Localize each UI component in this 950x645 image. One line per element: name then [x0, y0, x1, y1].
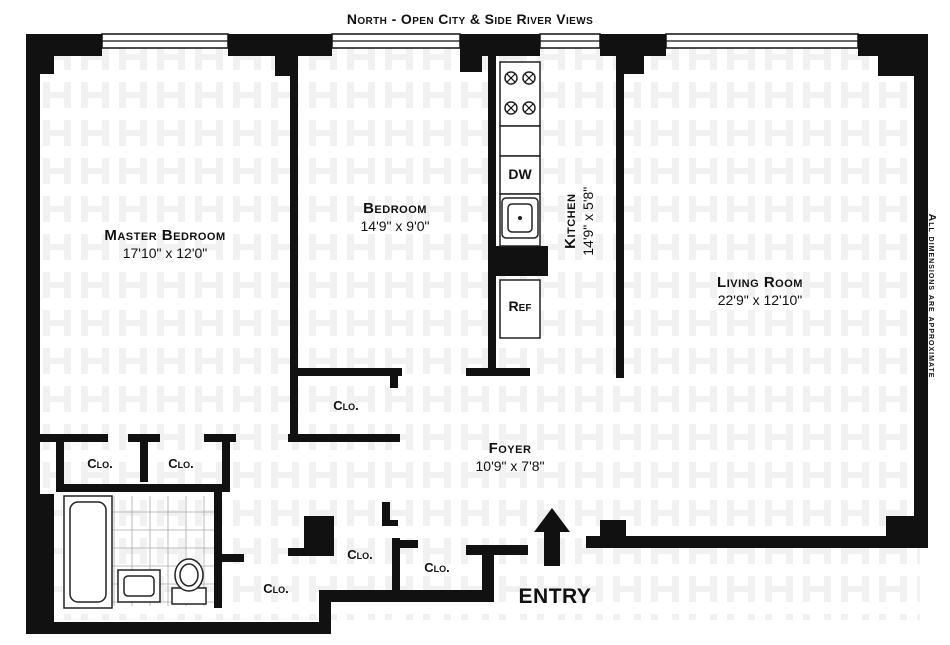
entry-label: ENTRY: [518, 585, 592, 608]
room-master-bedroom: Master Bedroom 17'10" x 12'0": [85, 227, 245, 261]
toilet-icon: [171, 558, 207, 605]
closet-label: Clo.: [424, 560, 450, 575]
kitchen-fixtures: [499, 61, 541, 339]
closet-label: Clo.: [168, 456, 194, 471]
room-name: Master Bedroom: [104, 227, 226, 244]
refrigerator-box: [499, 279, 541, 339]
counter: [499, 125, 541, 157]
outer-walls: [26, 34, 928, 634]
dishwasher-label: DW: [508, 166, 532, 182]
closet-label: Clo.: [263, 581, 289, 596]
interior-walls: [38, 56, 624, 622]
room-name: Living Room: [717, 274, 803, 291]
windows: [101, 33, 859, 49]
room-living-room: Living Room 22'9" x 12'10": [680, 274, 840, 308]
entry-arrow-icon: [534, 508, 570, 566]
room-name: Bedroom: [363, 200, 427, 217]
room-name: Kitchen: [561, 193, 579, 249]
refrigerator-label: Ref: [508, 298, 532, 314]
room-foyer: Foyer 10'9" x 7'8": [440, 440, 580, 474]
closet-label: Clo.: [87, 456, 113, 471]
room-name: Foyer: [488, 440, 532, 457]
watermark-pattern: [30, 40, 920, 620]
dimensions-note: All dimensions are approximate: [926, 213, 939, 379]
room-dims: 14'9" x 9'0": [360, 218, 430, 235]
room-dims: 22'9" x 12'10": [717, 292, 803, 309]
burner-icons: [504, 71, 536, 115]
dishwasher-box: [499, 155, 541, 195]
room-kitchen: Kitchen 14'9" x 5'8": [562, 161, 596, 281]
room-dims: 10'9" x 7'8": [475, 458, 545, 475]
stove-icon: [499, 61, 541, 127]
bathroom: [63, 495, 214, 609]
room-dims: 14'9" x 5'8": [580, 186, 597, 256]
room-bedroom: Bedroom 14'9" x 9'0": [325, 200, 465, 234]
room-dims: 17'10" x 12'0": [122, 245, 208, 262]
closet-label: Clo.: [347, 547, 373, 562]
plan-header: North - Open City & Side River Views: [346, 11, 594, 27]
closet-label: Clo.: [333, 398, 359, 413]
